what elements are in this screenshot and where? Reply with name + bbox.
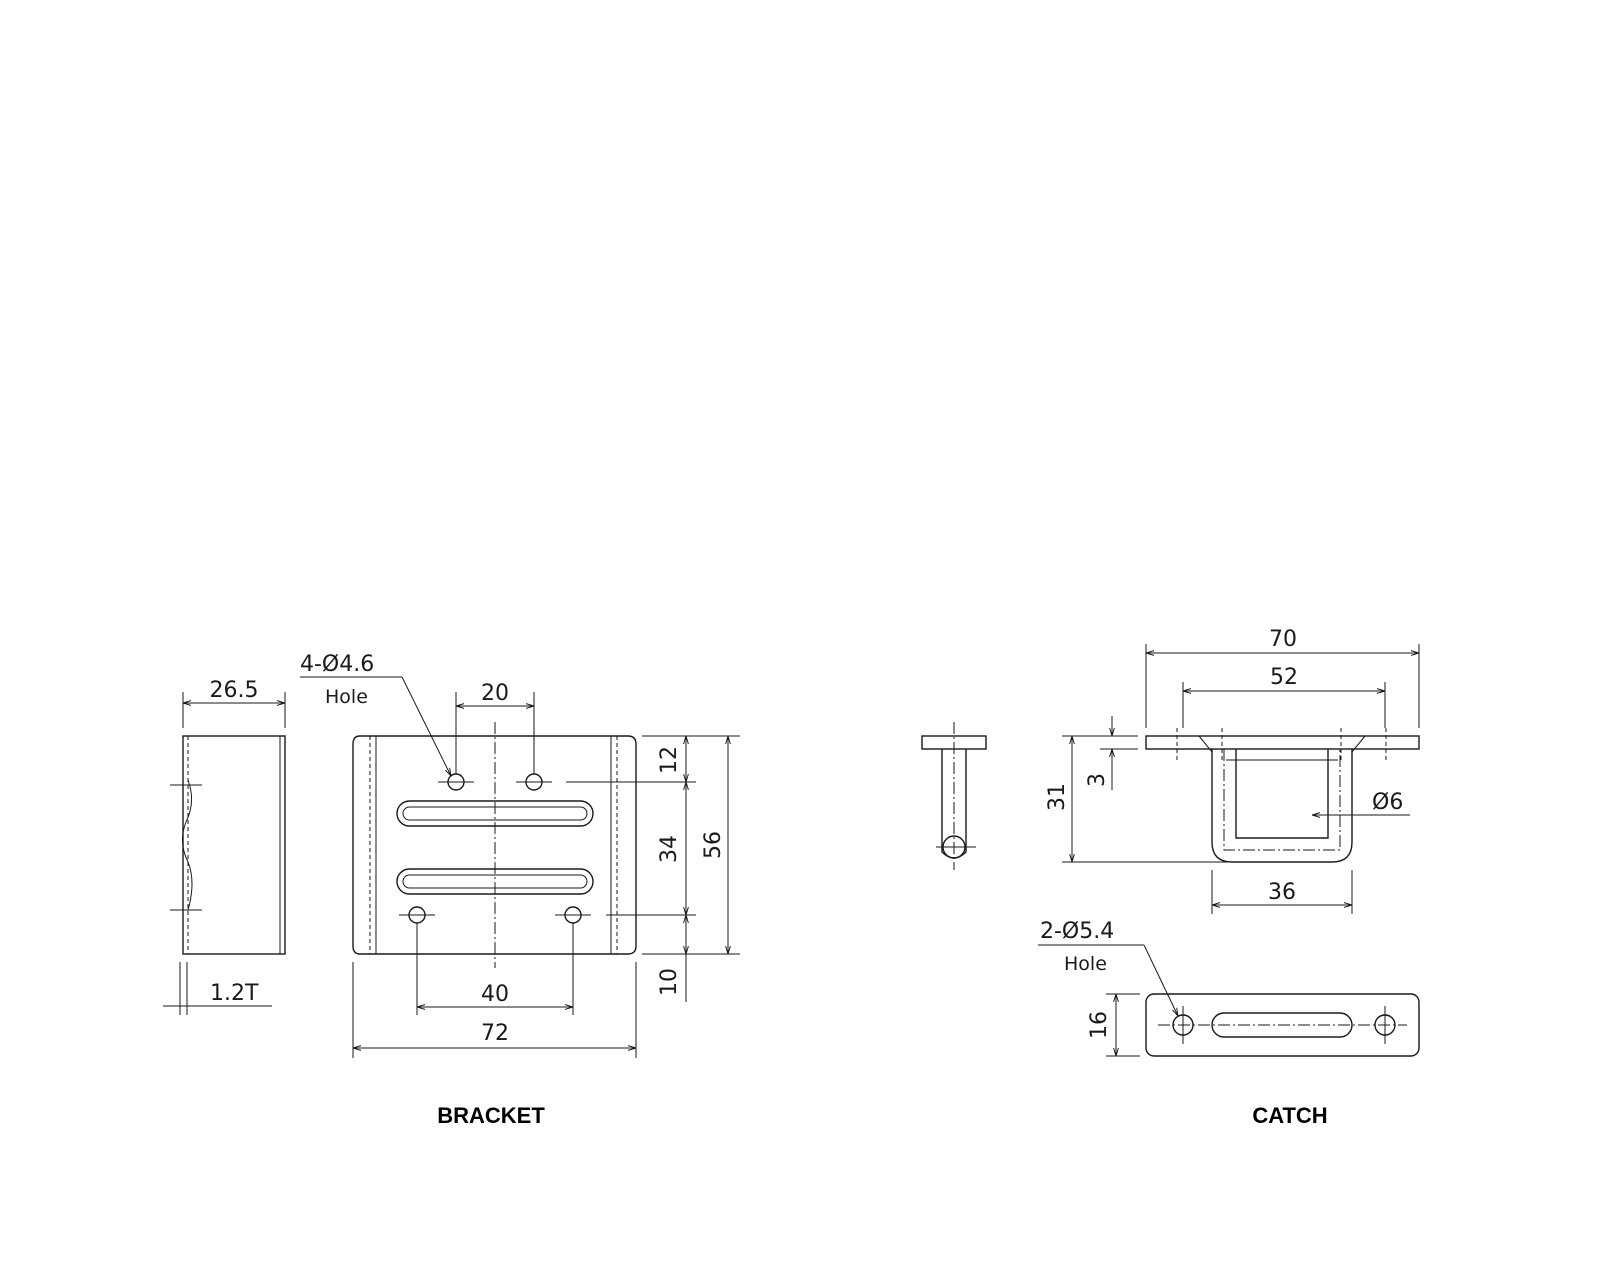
catch-hole — [1374, 1006, 1396, 1044]
bracket-hole-word: Hole — [325, 686, 368, 708]
catch-title: CATCH — [1252, 1103, 1327, 1128]
catch-hole-callout: 2-Ø5.4 — [1040, 919, 1114, 944]
catch-rod-diameter-dim: Ø6 — [1372, 790, 1403, 815]
catch-end-view — [921, 722, 987, 870]
catch-height-dim: 31 — [1045, 783, 1070, 811]
bracket-hole-callout: 4-Ø4.6 — [300, 652, 374, 677]
bracket-side-width-dim: 26.5 — [210, 678, 259, 703]
catch-front-view: 70 52 3 31 Ø6 36 — [1045, 627, 1420, 914]
bracket-top-offset-dim: 12 — [657, 746, 682, 774]
bracket-mid-span-dim: 34 — [657, 835, 682, 863]
catch-hole-word: Hole — [1064, 953, 1107, 975]
bracket-hole — [555, 906, 591, 924]
catch-overall-length-dim: 70 — [1269, 627, 1297, 652]
catch-loop-width-dim: 36 — [1268, 880, 1296, 905]
bracket-bottom-offset-dim: 10 — [657, 968, 682, 996]
bracket-hole — [516, 773, 552, 791]
bracket-hole-spacing-bottom-dim: 40 — [481, 982, 509, 1007]
catch-hole — [1172, 1006, 1194, 1044]
bracket-overall-height-dim: 56 — [701, 831, 726, 859]
bracket-hole — [399, 906, 435, 924]
bracket-hole-spacing-top-dim: 20 — [481, 681, 509, 706]
bracket-overall-width-dim: 72 — [481, 1021, 509, 1046]
catch-hole-spacing-dim: 52 — [1270, 665, 1298, 690]
bracket-hole — [438, 773, 474, 791]
catch-base-width-dim: 16 — [1087, 1011, 1112, 1039]
bracket-side-view: 26.5 1.2T — [163, 678, 286, 1015]
catch-base-view: 16 2-Ø5.4 Hole — [1038, 919, 1420, 1057]
bracket-title: BRACKET — [437, 1103, 545, 1128]
catch-flange-thickness-dim: 3 — [1085, 773, 1110, 787]
bracket-front-view: 20 40 72 12 34 10 56 4-Ø4.6 Hole — [300, 652, 740, 1058]
bracket-thickness-dim: 1.2T — [210, 981, 259, 1006]
